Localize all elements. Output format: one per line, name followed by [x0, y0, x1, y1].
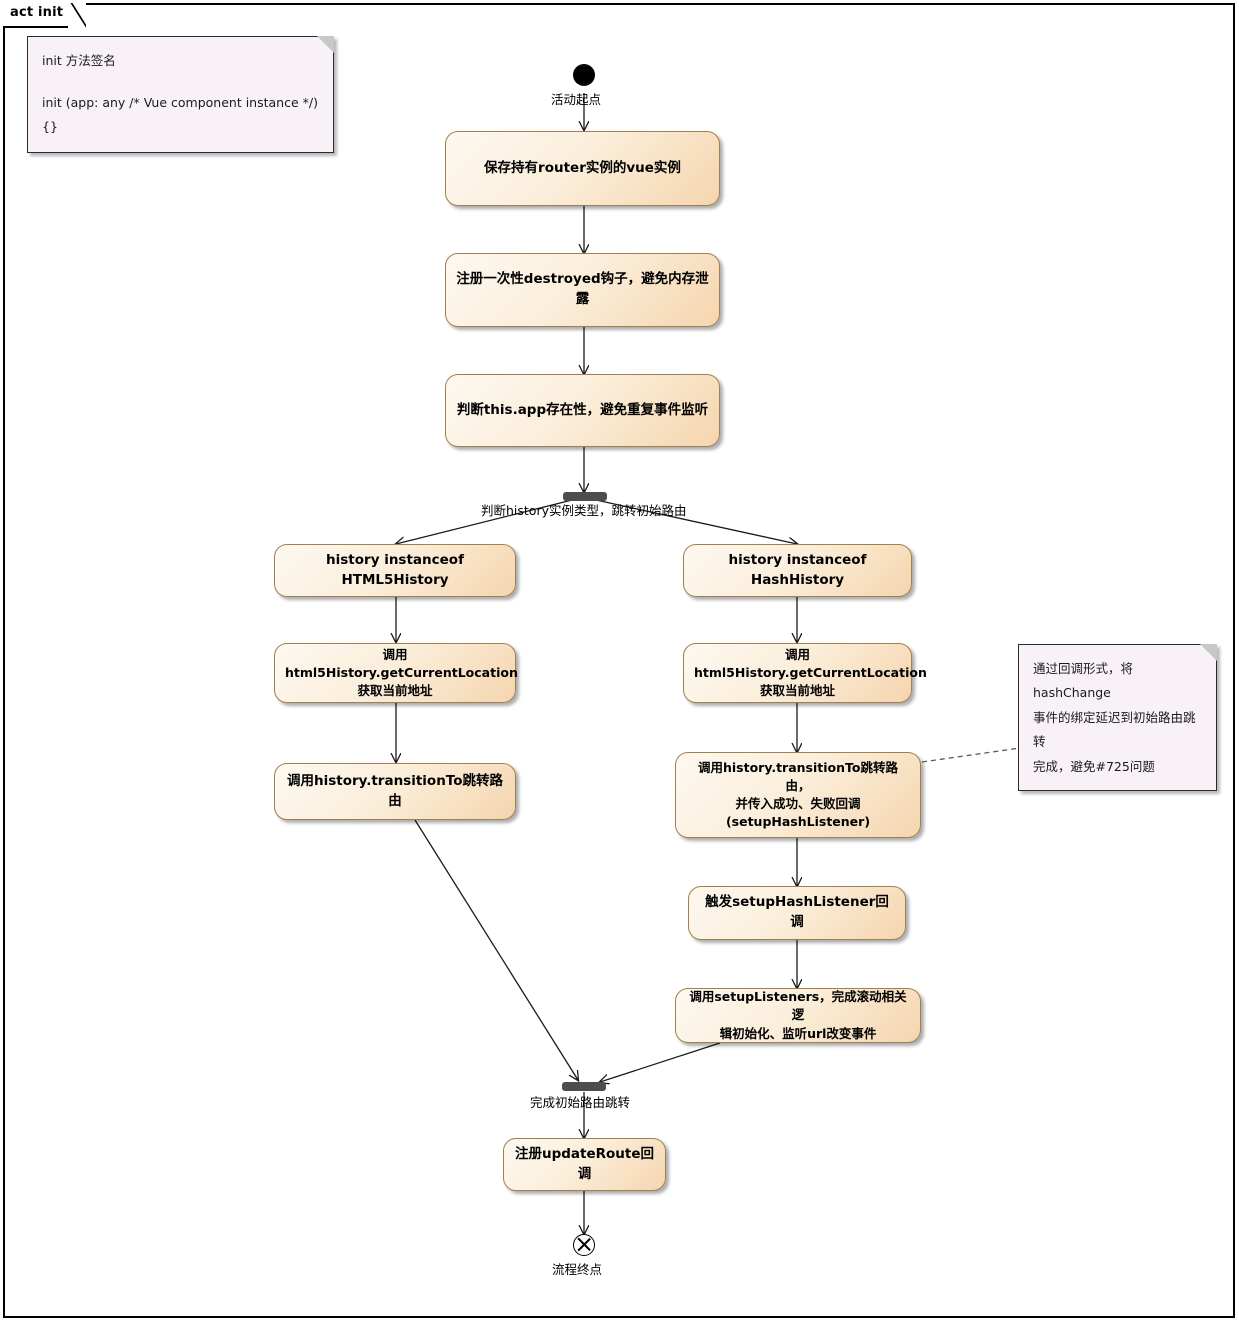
note-fold-edge-icon	[316, 36, 334, 54]
activity-branch-hashhistory[interactable]: history instanceof HashHistory	[683, 544, 912, 597]
activity-html5-transition-to[interactable]: 调用history.transitionTo跳转路由	[274, 763, 516, 820]
activity-line-1: 调用history.transitionTo跳转路由，	[697, 759, 898, 793]
activity-line-1: 保存持有router实例的vue实例	[484, 159, 681, 176]
activity-line-3: 获取当前地址	[357, 683, 433, 699]
note-line-2: init (app: any /* Vue component instance…	[42, 94, 318, 134]
activity-save-vue-instance[interactable]: 保存持有router实例的vue实例	[445, 131, 720, 206]
note-line-3: 完成，避免#725问题	[1033, 758, 1155, 774]
fork-bar-label: 判断history实例类型，跳转初始路由	[481, 503, 687, 518]
activity-trigger-setup-hash-listener[interactable]: 触发setupHashListener回调	[688, 886, 906, 940]
activity-line-1: 调用	[784, 646, 810, 662]
activity-line-1: history instanceof HTML5History	[326, 551, 464, 588]
activity-line-1: 注册updateRoute回调	[514, 1145, 655, 1182]
activity-register-destroyed-hook[interactable]: 注册一次性destroyed钩子，避免内存泄露	[445, 253, 720, 327]
activity-line-1: 判断this.app存在性，避免重复事件监听	[456, 401, 709, 418]
activity-branch-html5history[interactable]: history instanceof HTML5History	[274, 544, 516, 597]
note-init-signature: init 方法签名 init (app: any /* Vue componen…	[27, 36, 334, 153]
note-fold-edge-icon	[1199, 644, 1217, 662]
note-line-2: 事件的绑定延迟到初始路由跳转	[1033, 709, 1196, 750]
diagram-frame	[3, 3, 1235, 1318]
note-line-1: 通过回调形式，将hashChange	[1033, 661, 1134, 701]
activity-line-2: html5History.getCurrentLocation	[285, 664, 518, 680]
activity-line-1: 调用setupListeners，完成滚动相关逻	[689, 989, 907, 1023]
end-node-label: 流程终点	[552, 1262, 603, 1277]
activity-line-3: 获取当前地址	[759, 683, 835, 699]
activity-line-2: html5History.getCurrentLocation	[694, 664, 927, 680]
end-node-icon	[573, 1234, 595, 1256]
activity-html5-get-current-location[interactable]: 调用 html5History.getCurrentLocation 获取当前地…	[274, 643, 518, 703]
note-line-1: init 方法签名	[42, 53, 116, 68]
activity-hash-transition-to[interactable]: 调用history.transitionTo跳转路由， 并传入成功、失败回调 (…	[675, 752, 921, 838]
activity-line-1: 触发setupHashListener回调	[705, 894, 889, 930]
start-node-label: 活动起点	[551, 92, 602, 107]
activity-line-1: 调用	[382, 646, 408, 662]
diagram-title: act init	[10, 5, 64, 20]
activity-line-2: 辑初始化、监听url改变事件	[719, 1025, 877, 1041]
note-line-spacer	[42, 73, 319, 91]
activity-line-1: history instanceof HashHistory	[728, 551, 867, 588]
activity-check-app-exists[interactable]: 判断this.app存在性，避免重复事件监听	[445, 374, 720, 447]
activity-line-2: 并传入成功、失败回调	[735, 796, 861, 811]
activity-setup-listeners[interactable]: 调用setupListeners，完成滚动相关逻 辑初始化、监听url改变事件	[675, 988, 921, 1043]
join-bar-label: 完成初始路由跳转	[530, 1095, 631, 1110]
fork-bar	[563, 492, 607, 501]
note-hashchange-callback: 通过回调形式，将hashChange 事件的绑定延迟到初始路由跳转 完成，避免#…	[1018, 644, 1217, 791]
activity-register-update-route[interactable]: 注册updateRoute回调	[503, 1138, 666, 1191]
join-bar	[562, 1082, 606, 1091]
activity-hash-get-current-location[interactable]: 调用 html5History.getCurrentLocation 获取当前地…	[683, 643, 927, 703]
start-node-icon	[573, 64, 595, 86]
diagram-frame-tab-cut	[68, 3, 86, 28]
activity-line-3: (setupHashListener)	[725, 814, 871, 830]
activity-line-1: 注册一次性destroyed钩子，避免内存泄露	[456, 271, 709, 307]
activity-line-1: 调用history.transitionTo跳转路由	[287, 772, 503, 809]
